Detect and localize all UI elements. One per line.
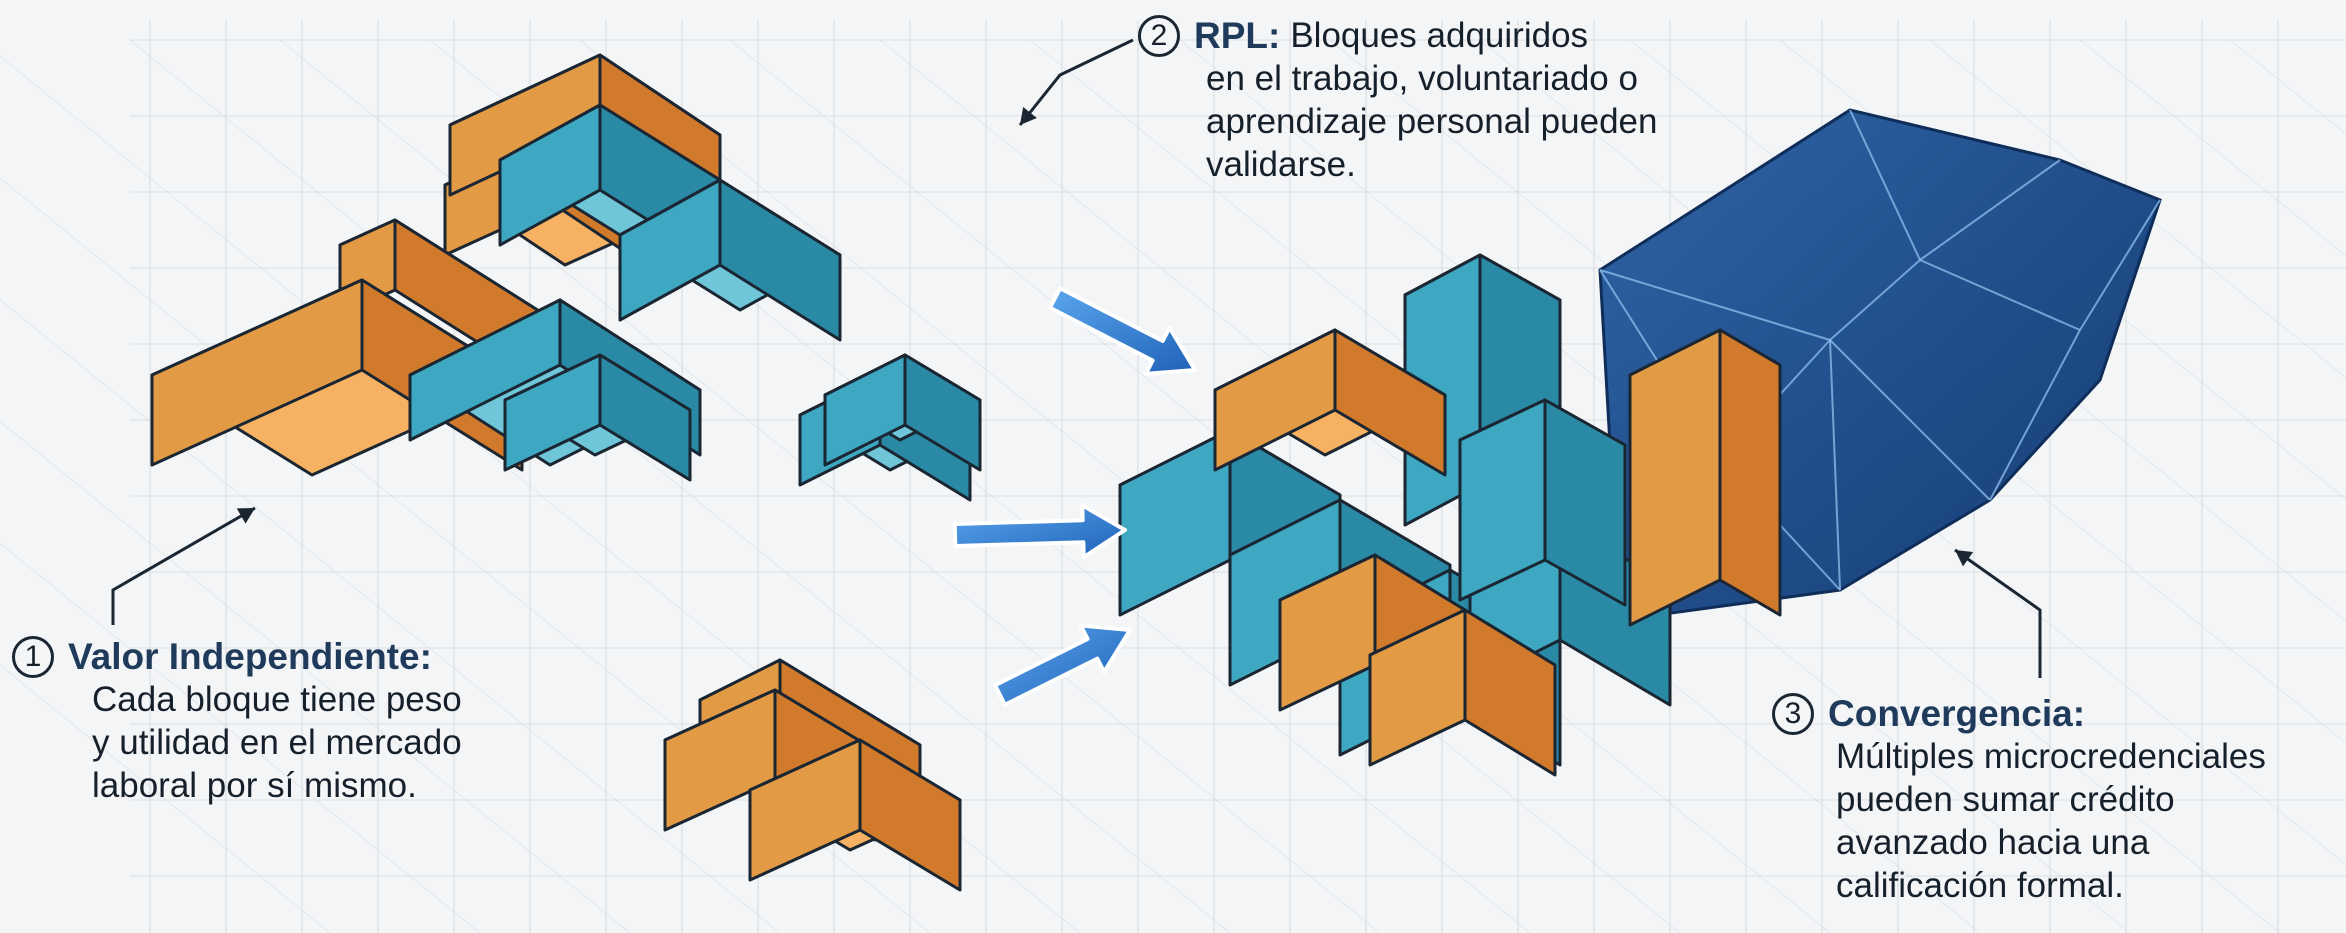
flow-arrows (952, 286, 1197, 707)
grid-line (0, 299, 781, 933)
crystal-facet (1919, 259, 2081, 331)
crystal-facet (1599, 269, 1831, 341)
leader-arrowhead (236, 508, 255, 524)
leader-arrowhead (1955, 550, 1974, 567)
callout-rpl: 2 RPL: Bloques adquiridos en el trabajo,… (1138, 14, 1738, 186)
front-building-blocks (1118, 253, 1782, 777)
arrow-from-bottom-block (993, 623, 1132, 707)
right-face (598, 353, 692, 482)
crystal-facet (1849, 109, 1921, 261)
grid-line (0, 542, 481, 933)
right-face (718, 178, 842, 342)
orange-front-right (1368, 608, 1557, 777)
building-blocks (150, 53, 982, 892)
right-face (1543, 398, 1627, 607)
teal-complex-front (503, 353, 692, 482)
teal-column-mid (1458, 398, 1627, 607)
leader-line (1018, 38, 1134, 126)
grid-line (129, 39, 1231, 933)
grid-line (1479, 39, 2346, 744)
crystal-facet (1829, 339, 1841, 591)
leader-callout-1 (111, 506, 256, 625)
callout-convergencia: 3 Convergencia: Múltiples microcredencia… (1772, 692, 2342, 907)
right-face (903, 353, 982, 472)
grid-line (0, 420, 631, 933)
leader-arrowhead (1020, 107, 1037, 125)
right-face (1718, 328, 1782, 617)
leader-callout-3 (1954, 548, 2042, 678)
crystal-facet (1829, 339, 1991, 501)
leader-callout-2 (1018, 38, 1134, 126)
crystal-facet (1919, 159, 2061, 261)
callout-body: Múltiples microcredenciales pueden sumar… (1836, 737, 2266, 905)
callout-body: en el trabajo, voluntariado o aprendizaj… (1206, 59, 1658, 184)
crystal-facet (1989, 329, 2081, 501)
left-face (1628, 328, 1722, 627)
callout-title: Convergencia: (1828, 693, 2086, 734)
grid-line (0, 664, 331, 933)
leader-line (1954, 548, 2042, 678)
leader-line (111, 506, 256, 625)
orange-upper-left (1213, 328, 1447, 477)
teal-bar-front (618, 178, 842, 342)
number-badge-3: 3 (1772, 692, 1814, 735)
number-badge-2: 2 (1138, 14, 1180, 57)
arrow-from-top-bar (1047, 286, 1197, 376)
teal-complex-top (823, 353, 982, 472)
callout-body-first-line: Bloques adquiridos (1290, 16, 1589, 55)
callout-body: Cada bloque tiene peso y utilidad en el … (92, 680, 462, 805)
callout-title: Valor Independiente: (68, 636, 432, 677)
crystal-facet (2079, 199, 2161, 331)
right-face (1463, 608, 1557, 777)
right-face (1333, 328, 1447, 477)
callout-leader-lines (111, 38, 2042, 678)
callout-title: RPL: (1194, 15, 1281, 56)
grid-line (2079, 39, 2346, 257)
right-face (858, 738, 962, 892)
arrow-from-center-block (952, 503, 1127, 560)
orange-l-bottom-front (748, 738, 962, 892)
orange-column-right (1628, 328, 1782, 627)
crystal-facet (1829, 259, 1921, 341)
number-badge-1: 1 (12, 635, 54, 678)
callout-valor-independiente: 1 Valor Independiente: Cada bloque tiene… (12, 635, 512, 807)
